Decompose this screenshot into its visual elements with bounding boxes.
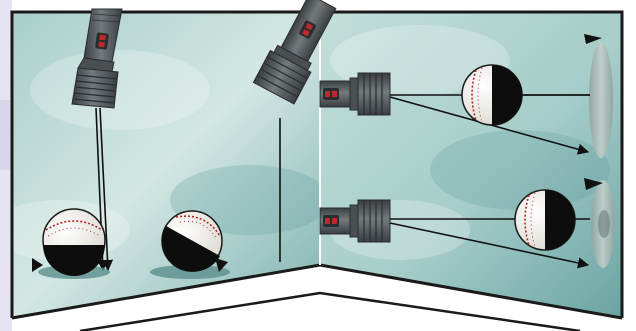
- baseball-icon: [462, 65, 522, 125]
- page-edge-tab: [0, 100, 12, 170]
- light-spot-icon: [598, 210, 610, 238]
- projection-screen-icon: [589, 42, 613, 158]
- baseball-icon: [515, 190, 575, 250]
